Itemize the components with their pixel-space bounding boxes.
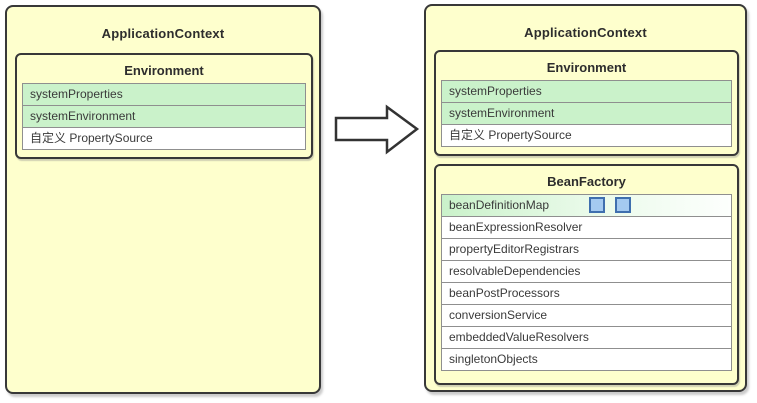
right-environment-box: Environment systemProperties systemEnvir…	[434, 50, 739, 156]
left-environment-rows: systemProperties systemEnvironment 自定义 P…	[22, 83, 306, 150]
row-bean-post-processors: beanPostProcessors	[441, 282, 732, 305]
right-environment-title: Environment	[546, 60, 627, 75]
row-custom-property-source: 自定义 PropertySource	[441, 124, 732, 147]
row-bean-definition-map: beanDefinitionMap	[441, 194, 732, 217]
row-bean-expression-resolver: beanExpressionResolver	[441, 216, 732, 239]
row-system-environment: systemEnvironment	[441, 102, 732, 125]
bean-factory-title: BeanFactory	[547, 174, 626, 189]
right-environment-rows: systemProperties systemEnvironment 自定义 P…	[441, 80, 732, 147]
bean-factory-rows: beanDefinitionMap beanExpressionResolver…	[441, 194, 732, 371]
row-singleton-objects: singletonObjects	[441, 348, 732, 371]
right-application-context-box: ApplicationContext Environment systemPro…	[424, 4, 747, 392]
row-system-properties: systemProperties	[441, 80, 732, 103]
row-bean-definition-map-label: beanDefinitionMap	[449, 198, 550, 212]
left-environment-box: Environment systemProperties systemEnvir…	[15, 53, 313, 159]
bean-factory-box: BeanFactory beanDefinitionMap beanExpres…	[434, 164, 739, 385]
row-embedded-value-resolvers: embeddedValueResolvers	[441, 326, 732, 349]
row-system-environment: systemEnvironment	[22, 105, 306, 128]
row-custom-property-source: 自定义 PropertySource	[22, 127, 306, 150]
transition-arrow	[330, 100, 422, 160]
row-conversion-service: conversionService	[441, 304, 732, 327]
bean-definition-square-icon	[589, 197, 605, 213]
left-application-context-box: ApplicationContext Environment systemPro…	[5, 5, 321, 394]
right-arrow-icon	[334, 104, 420, 155]
row-property-editor-registrars: propertyEditorRegistrars	[441, 238, 732, 261]
left-application-context-title: ApplicationContext	[101, 26, 225, 41]
row-system-properties: systemProperties	[22, 83, 306, 106]
row-resolvable-dependencies: resolvableDependencies	[441, 260, 732, 283]
left-environment-title: Environment	[124, 63, 204, 78]
right-application-context-title: ApplicationContext	[524, 25, 647, 40]
bean-definition-square-icon	[615, 197, 631, 213]
